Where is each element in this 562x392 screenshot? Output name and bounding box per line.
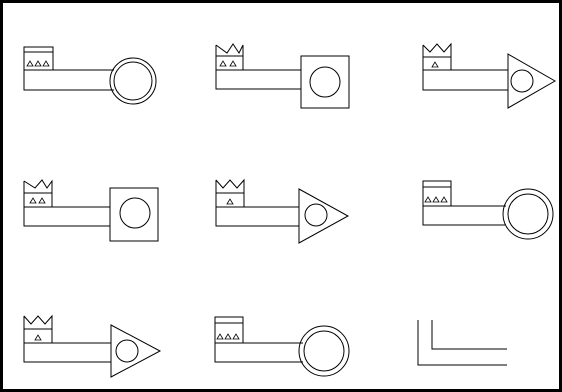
key-pattern-puzzle: [0, 0, 562, 392]
puzzle-border: [2, 2, 561, 391]
